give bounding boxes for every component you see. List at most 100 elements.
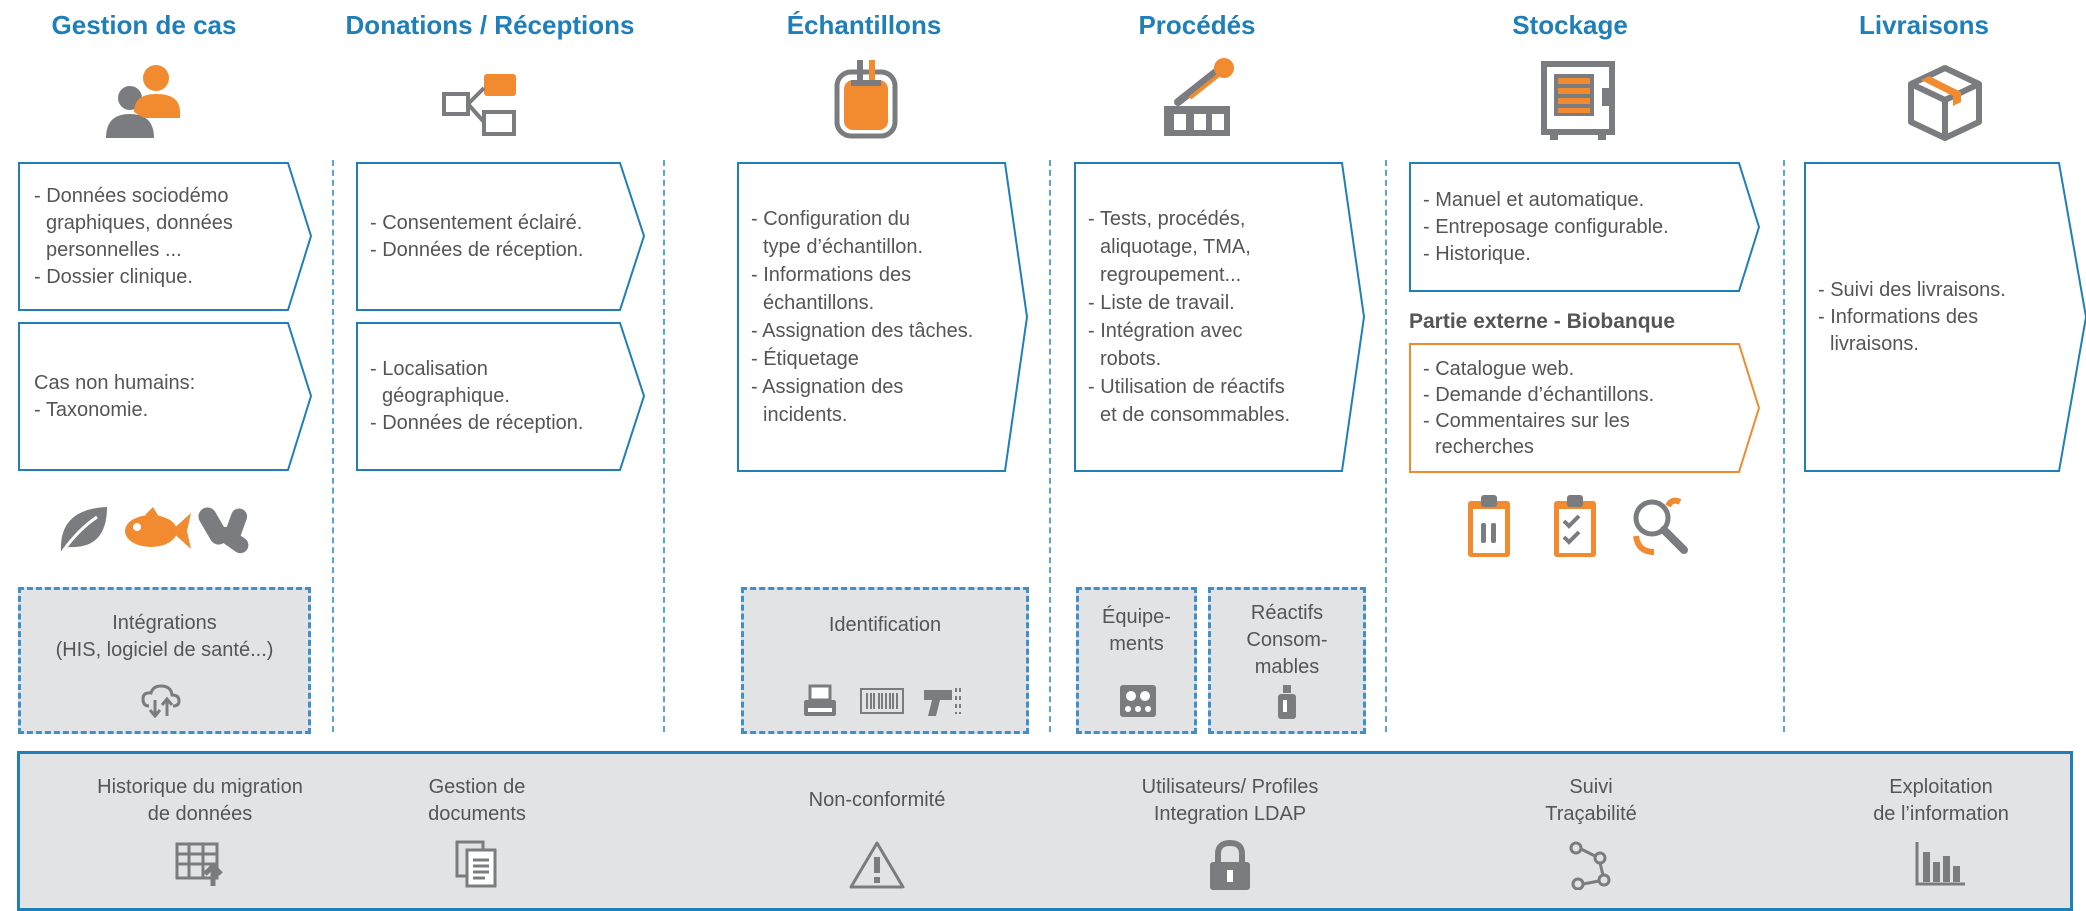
storage-cabinet-icon — [1540, 60, 1620, 142]
external-biobank-title: Partie externe - Biobanque — [1409, 310, 1676, 333]
feature-documents: Gestion de documents — [327, 774, 627, 896]
box-line: - Assignation des tâches. — [751, 320, 974, 342]
feature-label: Suivi — [1569, 776, 1613, 798]
donations-location-box: - Localisation géographique. - Données d… — [356, 322, 646, 471]
column-title-donations: Donations / Réceptions — [345, 10, 635, 40]
box-line: - Données de réception. — [370, 238, 584, 261]
box-line: - Taxonomie. — [34, 398, 149, 421]
box-line: - Informations des — [751, 264, 912, 286]
feature-label: Integration LDAP — [1153, 803, 1307, 825]
box-line: - Configuration du — [751, 208, 910, 230]
identification-box: Identification — [741, 587, 1029, 734]
feature-label: documents — [428, 803, 526, 825]
box-line: - Entreposage configurable. — [1423, 215, 1669, 238]
feature-traceability: Suivi Traçabilité — [1441, 774, 1741, 898]
feature-label: Traçabilité — [1545, 803, 1637, 825]
pipette-icon — [1160, 58, 1250, 138]
trace-path-icon — [1568, 840, 1614, 898]
box-line: livraisons. — [1830, 332, 1919, 355]
box-line: regroupement... — [1100, 264, 1242, 286]
lock-icon — [1208, 839, 1252, 900]
feature-label: Non-conformité — [808, 789, 946, 811]
box-line: - Suivi des livraisons. — [1818, 278, 2006, 301]
box-line: personnelles ... — [46, 238, 182, 261]
gestion-info-box: - Données sociodémo graphiques, données … — [18, 162, 313, 311]
feature-migration: Historique du migration de données — [50, 774, 350, 896]
echantillons-box: - Configuration du type d’échantillon. -… — [737, 162, 1029, 472]
biobank-box: - Catalogue web. - Demande d’échantillon… — [1409, 343, 1761, 473]
box-line: - Liste de travail. — [1088, 292, 1235, 314]
stockage-box: - Manuel et automatique. - Entreposage c… — [1409, 162, 1761, 292]
column-separator — [1783, 160, 1785, 732]
feature-exploitation: Exploitation de l’information — [1791, 774, 2086, 894]
box-line: robots. — [1100, 348, 1162, 370]
identification-label: Identification — [828, 614, 942, 636]
table-upload-icon — [175, 840, 225, 896]
package-icon — [1905, 64, 1985, 142]
box-line: - Données de réception. — [370, 412, 584, 434]
barcode-scanner-icon — [922, 684, 966, 718]
documents-icon — [455, 840, 499, 896]
box-line: recherches — [1435, 436, 1534, 458]
bottom-features-bar: Historique du migration de données Gesti… — [17, 751, 2073, 911]
integrations-box: Intégrations (HIS, logiciel de santé...) — [18, 587, 311, 734]
column-title-livraisons: Livraisons — [1858, 10, 1990, 40]
box-line: - Catalogue web. — [1423, 358, 1575, 380]
box-line: Cas non humains: — [34, 371, 196, 394]
reactifs-label: Réactifs — [1250, 602, 1324, 624]
column-separator — [663, 160, 665, 732]
feature-label: de données — [147, 803, 253, 825]
column-separator — [1049, 160, 1051, 732]
clipboard-checklist-icon — [1551, 493, 1599, 559]
box-line: - Données sociodémo — [34, 184, 229, 207]
reactifs-label: mables — [1254, 656, 1320, 678]
warning-icon — [848, 840, 906, 898]
donations-consent-box: - Consentement éclairé. - Données de réc… — [356, 162, 646, 311]
leaf-icon — [55, 503, 111, 555]
procedes-box: - Tests, procédés, aliquotage, TMA, regr… — [1074, 162, 1366, 472]
clipboard-tubes-icon — [1465, 493, 1513, 559]
reagent-bottle-icon — [1275, 684, 1299, 720]
reactifs-label: Consom- — [1246, 629, 1328, 651]
users-icon — [104, 62, 184, 138]
feature-label: Historique du migration — [97, 776, 303, 798]
box-line: - Dossier clinique. — [34, 265, 193, 288]
column-separator — [1385, 160, 1387, 732]
column-title-echantillons: Échantillons — [786, 10, 942, 40]
feature-label: Gestion de — [428, 776, 526, 798]
box-line: - Intégration avec — [1088, 320, 1243, 342]
box-line: - Assignation des — [751, 376, 904, 398]
fish-icon — [121, 505, 193, 555]
sample-bag-icon — [831, 58, 901, 140]
box-line: - Utilisation de réactifs — [1088, 376, 1285, 398]
search-refresh-icon — [1628, 496, 1690, 558]
feature-label: Utilisateurs/ Profiles — [1141, 776, 1319, 798]
equipment-device-icon — [1119, 684, 1157, 718]
box-line: - Commentaires sur les — [1423, 410, 1630, 432]
bacteria-icon — [198, 502, 258, 558]
feature-users: Utilisateurs/ Profiles Integration LDAP — [1080, 774, 1380, 900]
feature-label: de l’information — [1873, 803, 2009, 825]
box-line: - Manuel et automatique. — [1423, 188, 1645, 211]
box-line: et de consommables. — [1100, 404, 1291, 426]
box-line: - Demande d’échantillons. — [1423, 384, 1655, 406]
box-line: - Consentement éclairé. — [370, 211, 583, 234]
workflow-icon — [440, 72, 520, 138]
barcode-icon — [860, 688, 904, 714]
integrations-label: Intégrations — [112, 612, 217, 634]
feature-nonconformity: Non-conformité — [727, 787, 1027, 898]
box-line: géographique. — [382, 385, 510, 407]
column-separator — [332, 160, 334, 732]
box-line: - Informations des — [1818, 305, 1979, 328]
box-line: - Tests, procédés, — [1088, 208, 1246, 230]
reactifs-box: Réactifs Consom- mables — [1208, 587, 1366, 734]
printer-icon — [802, 684, 838, 718]
column-title-gestion-de-cas: Gestion de cas — [51, 10, 237, 40]
livraisons-box: - Suivi des livraisons. - Informations d… — [1804, 162, 2086, 472]
box-line: échantillons. — [763, 292, 875, 314]
gestion-non-human-box: Cas non humains: - Taxonomie. — [18, 322, 313, 471]
feature-label: Exploitation — [1889, 776, 1993, 798]
box-line: incidents. — [763, 404, 848, 426]
box-line: - Étiquetage — [751, 348, 859, 370]
